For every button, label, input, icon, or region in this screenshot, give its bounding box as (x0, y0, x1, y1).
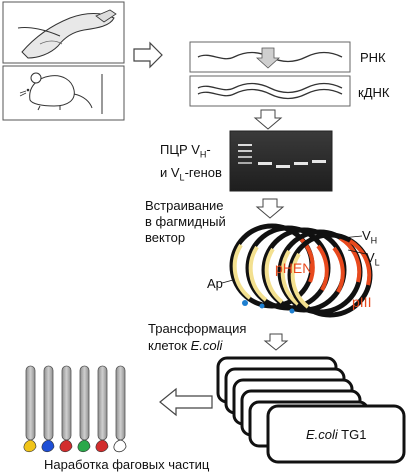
arrow-to-phages (159, 387, 213, 417)
phen-label: pHEN (275, 260, 313, 276)
arrow-to-cells (263, 333, 289, 351)
plasmid-vectors (221, 223, 373, 318)
vh-label: VH (362, 228, 377, 246)
rna-label: РНК (360, 50, 386, 65)
ecoli-cells (216, 356, 406, 464)
pcr-text-1: ПЦР V (160, 142, 200, 157)
vl-label: VL (366, 250, 380, 268)
ecoli-tg1-rest: TG1 (337, 427, 367, 442)
vl-main: V (366, 250, 375, 265)
hand-image (2, 1, 125, 64)
pcr-sub-l: L (179, 172, 185, 183)
ecoli-tg1-italic: E.coli (306, 427, 338, 442)
pcr-label: ПЦР VH- и VL-генов (160, 141, 222, 186)
pcr-text-2: и V (160, 164, 180, 180)
arrow-to-rna (133, 41, 163, 69)
vh-main: V (362, 228, 371, 243)
arrow-rna-to-cdna (255, 47, 281, 69)
transform-line-1: Трансформация (148, 321, 247, 336)
piii-label: pIII (352, 294, 372, 310)
insert-line-3: вектор (145, 230, 186, 245)
mouse-image (2, 65, 125, 121)
transform-line-2: клеток (148, 338, 191, 353)
transform-ecoli: E.coli (190, 338, 223, 353)
phage-particles (23, 365, 127, 453)
vl-sub: L (374, 257, 380, 268)
ecoli-tg1-label: E.coli TG1 (306, 427, 366, 442)
pcr-sub-h: H (199, 149, 207, 160)
insert-line-2: в фагмидный (145, 214, 226, 229)
phage-caption: Наработка фаговых частиц (44, 457, 210, 472)
pcr-text-3: -генов (184, 164, 222, 180)
gel-image (229, 130, 333, 192)
insert-line-1: Встраивание (145, 198, 224, 213)
arrow-to-plasmid (255, 198, 285, 219)
pcr-dash: - (206, 142, 211, 157)
transform-label: Трансформация клеток E.coli (148, 320, 246, 354)
vh-sub: H (370, 235, 378, 246)
arrow-to-gel (253, 109, 283, 130)
ap-label: Ap (207, 276, 223, 291)
cdna-label: кДНК (358, 85, 390, 100)
insert-label: Встраивание в фагмидный вектор (145, 198, 226, 246)
cdna-box (189, 75, 351, 107)
